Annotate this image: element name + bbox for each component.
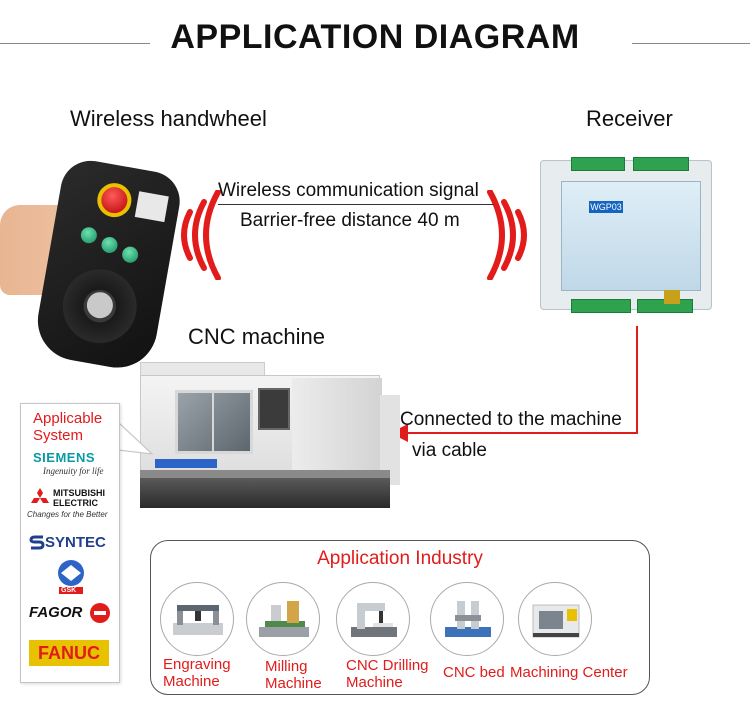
industry-label-engraving-line1: Engraving [163, 656, 231, 673]
mitsubishi-diamonds-icon [31, 488, 49, 503]
drilling-machine-illustration [351, 603, 397, 637]
applicable-heading-line1: Applicable [33, 410, 103, 427]
receiver-model-badge: WGP03 [589, 201, 623, 213]
milling-machine-illustration [259, 601, 309, 637]
cnc-bed-illustration [445, 601, 491, 637]
antenna-connector-icon [664, 290, 680, 304]
cnc-nameplate [155, 459, 217, 468]
applicable-system-panel: Applicable System SIEMENS Ingenuity for … [20, 403, 120, 683]
receiver-panel [561, 181, 701, 291]
cnc-control-panel [258, 388, 290, 430]
milling-machine-icon [246, 582, 320, 656]
emergency-stop-icon [94, 180, 135, 220]
industry-label-milling-line1: Milling [265, 658, 308, 675]
brand-mitsubishi-logo: MITSUBISHI [53, 488, 106, 498]
page-title: APPLICATION DIAGRAM [0, 18, 750, 57]
title-rule-right [632, 43, 750, 44]
brand-fanuc-logo: FANUC [29, 640, 109, 666]
fagor-mark-icon [90, 603, 110, 623]
brand-siemens-tagline: Ingenuity for life [43, 466, 104, 476]
industry-label-engraving-line2: Machine [163, 673, 220, 690]
page-title-text: APPLICATION DIAGRAM [152, 18, 598, 56]
cable-text-line1: Connected to the machine [400, 409, 622, 430]
cnc-base-stripe [140, 470, 390, 478]
cnc-window-divider [212, 390, 214, 454]
title-rule-left [0, 43, 150, 44]
brand-syntec-logo: SYNTEC [45, 534, 106, 551]
terminal-block-top [633, 157, 689, 171]
signal-waves-right-icon [487, 190, 527, 280]
machining-center-icon [518, 582, 592, 656]
industry-label-drilling-line1: CNC Drilling [346, 657, 429, 674]
signal-text-line2: Barrier-free distance 40 m [240, 210, 460, 231]
industry-label-engraving: Engraving Machine [163, 656, 231, 690]
receiver-label: Receiver [586, 106, 673, 131]
handwheel-button-icon [79, 225, 99, 245]
brand-gsk-label: GSK [61, 587, 77, 594]
engraving-machine-icon [160, 582, 234, 656]
cable-text-line2: via cable [412, 440, 487, 461]
terminal-block-top [571, 157, 625, 171]
brand-siemens-logo: SIEMENS [33, 450, 96, 465]
industry-label-drilling-line2: Machine [346, 674, 403, 691]
brand-fanuc-text: FANUC [38, 643, 100, 663]
applicable-heading-line2: System [33, 427, 84, 444]
handwheel-button-icon [120, 245, 140, 264]
industry-label-machining-center: Machining Center [510, 664, 628, 681]
cnc-window [175, 390, 253, 454]
handwheel-label: Wireless handwheel [70, 106, 267, 131]
drilling-machine-icon [336, 582, 410, 656]
engraving-machine-illustration [173, 605, 223, 635]
cable-line-horizontal [408, 432, 638, 434]
gsk-logo-icon [58, 560, 84, 594]
brand-mitsubishi-logo-line2: ELECTRIC [53, 498, 98, 508]
cnc-machine-base [140, 478, 390, 508]
syntec-s-icon [29, 535, 45, 550]
signal-waves-left-icon [181, 190, 221, 280]
cnc-machine-rear [380, 395, 400, 485]
signal-divider [218, 204, 494, 205]
wireless-handwheel-device [31, 156, 185, 374]
brand-mitsubishi-tagline: Changes for the Better [27, 510, 108, 519]
handwheel-button-icon [100, 235, 119, 255]
industry-label-milling: Milling Machine [265, 658, 322, 692]
brand-fagor-logo: FAGOR [29, 604, 83, 621]
cnc-machine-side [292, 378, 382, 486]
signal-text-line1: Wireless communication signal [218, 180, 479, 201]
industry-label-drilling: CNC Drilling Machine [346, 657, 429, 691]
machining-center-illustration [532, 604, 580, 638]
cable-line-vertical [636, 326, 638, 434]
industry-label-cnc-bed: CNC bed [443, 664, 505, 681]
cnc-bed-icon [430, 582, 504, 656]
callout-pointer [118, 421, 154, 455]
receiver-device: WGP03 [540, 157, 712, 313]
cnc-machine-label: CNC machine [188, 324, 325, 349]
industry-title: Application Industry [317, 548, 483, 569]
handwheel-screen [134, 191, 169, 223]
terminal-block-bottom [571, 299, 631, 313]
industry-label-milling-line2: Machine [265, 675, 322, 692]
